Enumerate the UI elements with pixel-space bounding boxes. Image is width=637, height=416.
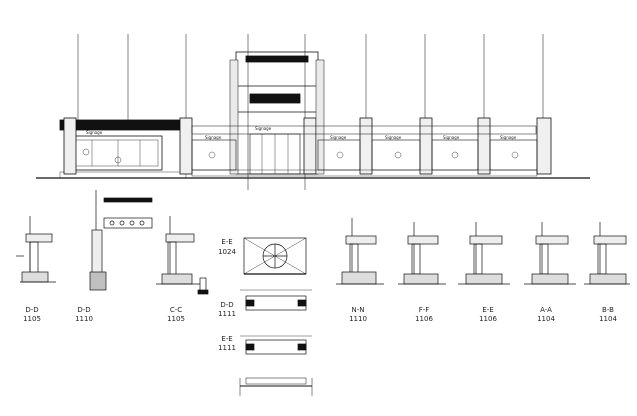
signage-label: Signage <box>205 135 222 140</box>
section-detail <box>16 216 56 283</box>
section-mark: C-C <box>170 306 182 314</box>
section-labels: D-D 1105 D-D 1110 C-C 1105 N-N 1110 F-F … <box>23 238 617 352</box>
gate-plan-detail <box>240 289 312 311</box>
detail-sheet: 1024 <box>218 248 236 256</box>
section-detail <box>584 222 630 285</box>
gate-footing-detail <box>239 377 313 396</box>
section-detail <box>336 218 384 285</box>
section-detail <box>156 216 200 285</box>
right-bays <box>191 125 538 177</box>
section-sheet: 1106 <box>479 315 497 323</box>
section-detail <box>524 222 576 285</box>
section-mark: B-B <box>602 306 614 314</box>
section-sheet: 1110 <box>349 315 367 323</box>
signage-label: Signage <box>500 135 517 140</box>
section-detail <box>398 222 446 285</box>
front-elevation: Signage Signage Signage Signage Signage … <box>36 34 590 190</box>
signage-label: Signage <box>443 135 460 140</box>
section-detail <box>89 190 153 291</box>
section-mark: D-D <box>25 306 38 314</box>
section-detail <box>458 222 510 285</box>
detail-sheet: 1111 <box>218 344 236 352</box>
detail-mark: E-E <box>221 238 232 246</box>
signage-label: Signage <box>255 126 272 131</box>
section-mark: E-E <box>482 306 493 314</box>
wall-sections <box>16 190 630 291</box>
signage-labels: Signage Signage Signage Signage Signage … <box>86 126 517 140</box>
section-sheet: 1104 <box>537 315 555 323</box>
section-sheet: 1106 <box>415 315 433 323</box>
section-mark: F-F <box>419 306 430 314</box>
section-sheet: 1105 <box>167 315 185 323</box>
central-tower <box>229 51 325 175</box>
gate-section-detail <box>240 335 312 355</box>
small-anchor-detail <box>197 277 209 295</box>
signage-label: Signage <box>330 135 347 140</box>
section-sheet: 1110 <box>75 315 93 323</box>
left-wing <box>59 119 187 179</box>
section-mark: D-D <box>77 306 90 314</box>
gate-elevation-detail <box>243 237 307 275</box>
gate-details <box>197 237 313 396</box>
signage-label: Signage <box>86 130 103 135</box>
detail-mark: D-D <box>220 301 233 309</box>
detail-mark: E-E <box>221 335 232 343</box>
signage-label: Signage <box>385 135 402 140</box>
section-sheet: 1104 <box>599 315 617 323</box>
section-sheet: 1105 <box>23 315 41 323</box>
section-mark: N-N <box>352 306 365 314</box>
detail-sheet: 1111 <box>218 310 236 318</box>
section-mark: A-A <box>540 306 552 314</box>
